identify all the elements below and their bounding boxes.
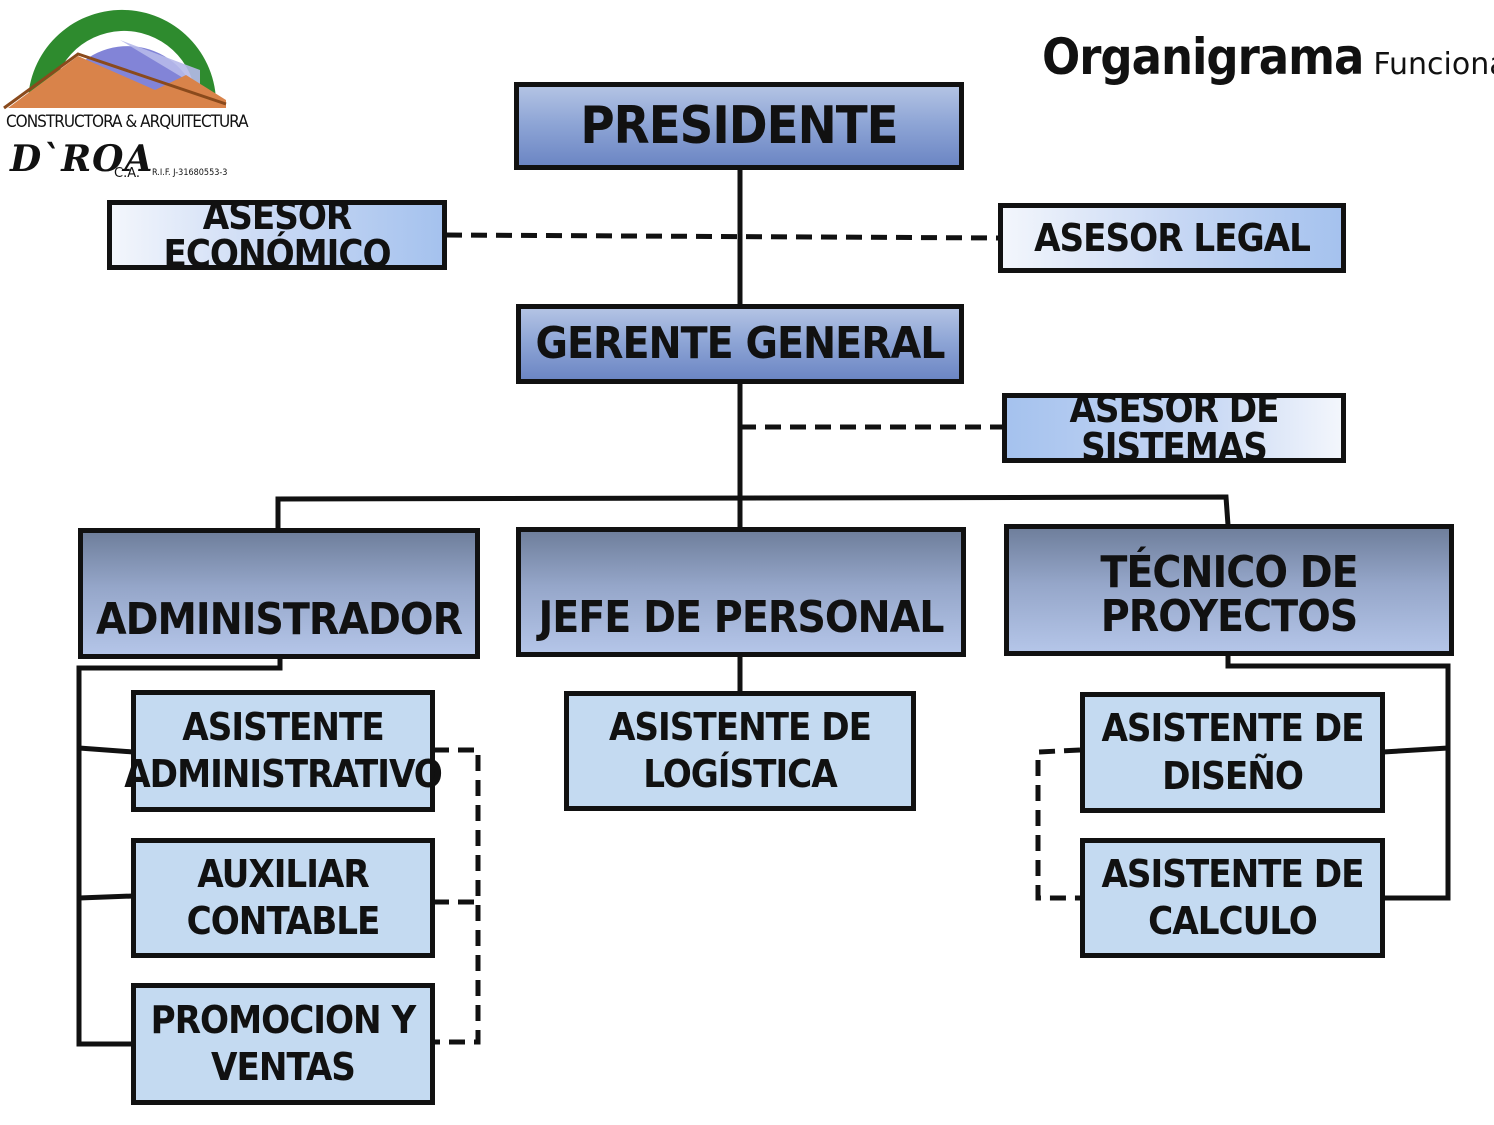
node-auxiliar-contable-line2: CONTABLE [186, 899, 381, 943]
node-jefe-personal: JEFE DE PERSONAL [516, 527, 966, 657]
node-auxiliar-contable-line1: AUXILIAR [197, 851, 369, 896]
logo-rif: R.I.F. J-31680553-3 [152, 168, 228, 178]
node-asistente-diseno-line2: DISEÑO [1162, 753, 1304, 798]
title-subtitle: Funcional [1373, 47, 1494, 82]
node-tecnico-proyectos-label: TÉCNICO DE PROYECTOS [1100, 547, 1358, 642]
node-asistente-administrativo-line1: ASISTENTE [182, 704, 384, 749]
node-asesor-economico-label: ASESOR ECONÓMICO [163, 194, 391, 276]
page-title: Organigrama Funcional [1042, 28, 1494, 86]
node-asistente-diseno: ASISTENTE DE DISEÑO [1080, 692, 1385, 813]
node-promocion-ventas: PROMOCION Y VENTAS [131, 983, 435, 1105]
node-asistente-calculo: ASISTENTE DE CALCULO [1080, 838, 1385, 958]
node-gerente-general: GERENTE GENERAL [516, 304, 964, 384]
node-asistente-calculo-line1: ASISTENTE DE [1101, 851, 1364, 896]
node-asesor-economico: ASESOR ECONÓMICO [107, 194, 447, 276]
node-asistente-logistica: ASISTENTE DE LOGÍSTICA [564, 691, 916, 811]
node-administrador: ADMINISTRADOR [78, 528, 480, 659]
node-administrador-label: ADMINISTRADOR [95, 594, 463, 645]
logo-emblem [3, 9, 227, 110]
node-jefe-personal-label: JEFE DE PERSONAL [538, 592, 944, 643]
node-asesor-legal-label: ASESOR LEGAL [1034, 216, 1311, 260]
node-asistente-administrativo-line2: ADMINISTRATIVO [124, 752, 443, 796]
node-presidente-label: PRESIDENTE [580, 96, 898, 156]
node-presidente: PRESIDENTE [514, 82, 964, 170]
node-asesor-sistemas-label: ASESOR DE SISTEMAS [1069, 387, 1279, 469]
logo-suffix: C.A. [114, 166, 141, 181]
node-asistente-logistica-line1: ASISTENTE DE [608, 704, 872, 749]
node-asesor-legal: ASESOR LEGAL [998, 203, 1346, 273]
company-logo: CONSTRUCTORA & ARQUITECTURA D`ROA C.A. R… [0, 0, 249, 190]
node-promocion-ventas-line2: VENTAS [211, 1045, 356, 1089]
node-asistente-diseno-line1: ASISTENTE DE [1101, 706, 1364, 750]
node-tecnico-proyectos: TÉCNICO DE PROYECTOS [1004, 524, 1454, 656]
logo-line1: CONSTRUCTORA & ARQUITECTURA [6, 112, 249, 132]
title-main: Organigrama [1042, 28, 1364, 86]
node-promocion-ventas-line1: PROMOCION Y [150, 997, 417, 1042]
node-asistente-logistica-line2: LOGÍSTICA [643, 752, 837, 796]
node-asistente-calculo-line2: CALCULO [1148, 899, 1318, 943]
node-auxiliar-contable: AUXILIAR CONTABLE [131, 838, 435, 958]
logo-name: D`ROA [10, 138, 154, 180]
node-gerente-general-label: GERENTE GENERAL [535, 318, 945, 369]
node-asesor-sistemas: ASESOR DE SISTEMAS [1002, 387, 1346, 469]
node-asistente-administrativo: ASISTENTE ADMINISTRATIVO [124, 690, 443, 812]
